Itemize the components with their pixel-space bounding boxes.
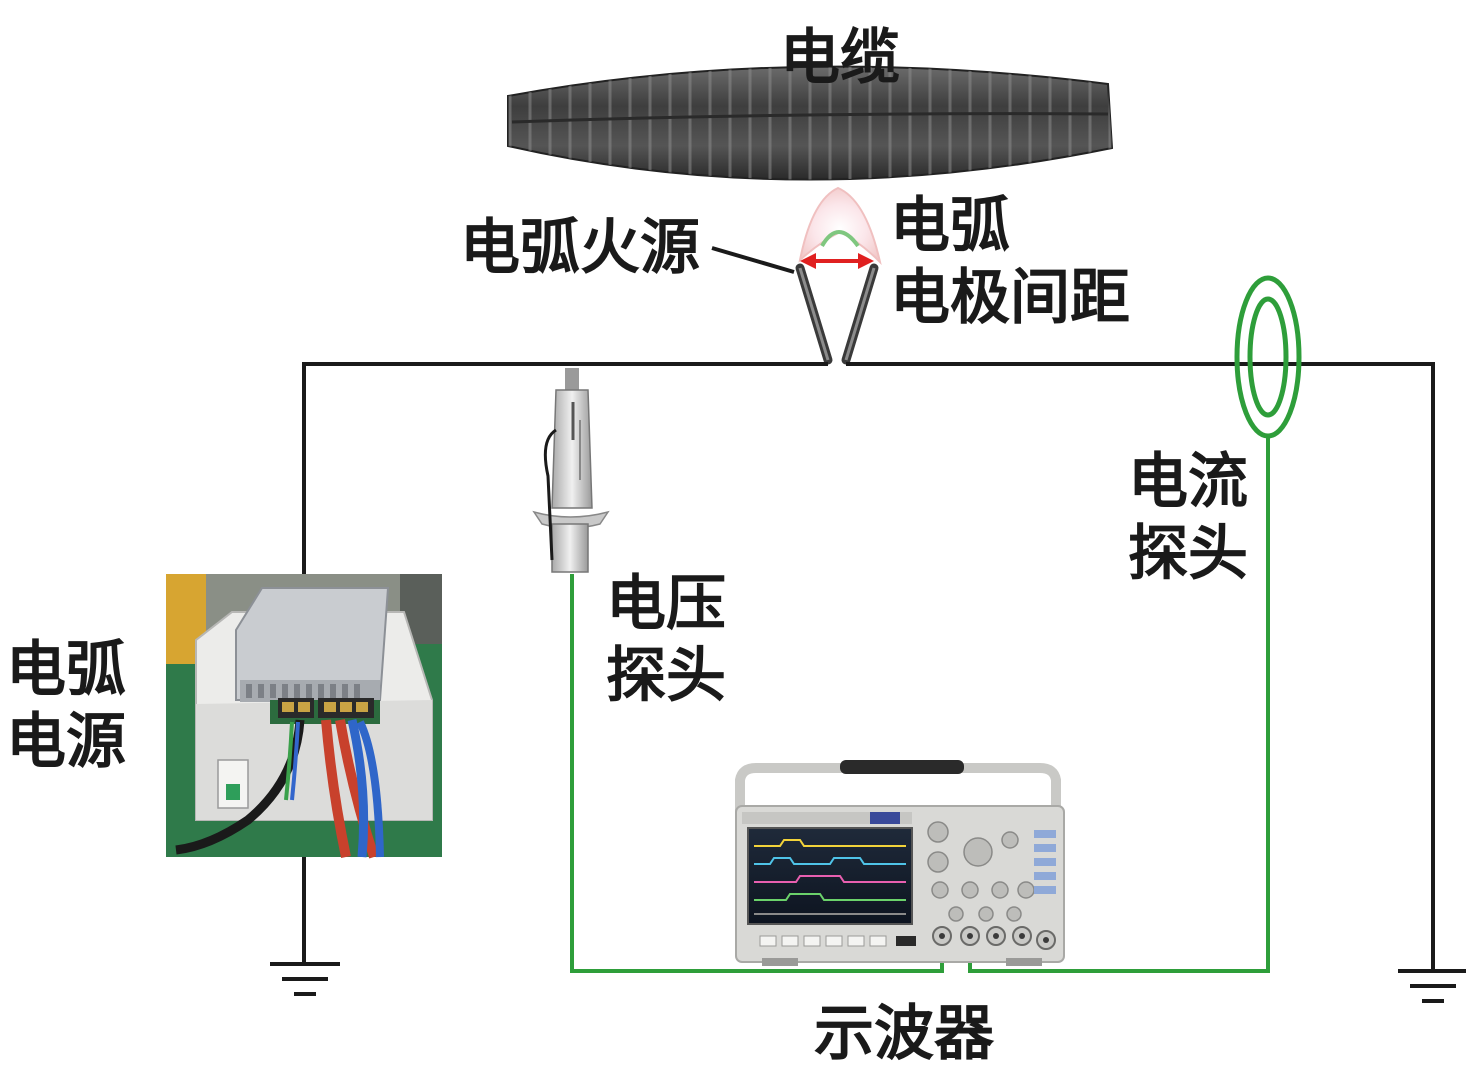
current-probe-label-line2: 探头 [1128,519,1248,589]
arc-electrode-gap-label-line2: 电极间距 [890,263,1130,333]
cable-label: 电缆 [780,23,900,93]
voltage-probe-label: 电压 探头 [606,568,726,712]
oscilloscope-photo [735,760,1065,966]
current-probe [1234,275,1302,439]
arc-fire-source-label: 电弧火源 [460,213,700,283]
oscilloscope-label: 示波器 [814,999,994,1069]
voltage-probe-label-line1: 电压 [606,569,726,639]
main-circuit-wire [302,362,1435,970]
arc-power-supply-label-line1: 电弧 [6,635,126,705]
arc-electrodes [795,263,879,365]
arc-electrode-gap-label: 电弧 电极间距 [890,190,1130,334]
arc-electrode-gap-label-line1: 电弧 [890,191,1010,261]
arc-fire-source [798,186,882,266]
arc-power-supply-label-line2: 电源 [6,707,126,777]
electrode-gap-arrow [800,253,874,269]
ground-symbol-left [270,962,340,996]
arc-power-supply-label: 电弧 电源 [6,634,126,778]
current-probe-label-line1: 电流 [1128,447,1248,517]
arc-fire-source-leader [711,246,795,274]
ground-symbol-right [1398,969,1466,1003]
voltage-probe [532,368,610,573]
current-probe-label: 电流 探头 [1128,446,1248,590]
cable-photo [507,65,1114,181]
arc-power-supply-photo [166,574,442,859]
voltage-probe-label-line2: 探头 [606,641,726,711]
